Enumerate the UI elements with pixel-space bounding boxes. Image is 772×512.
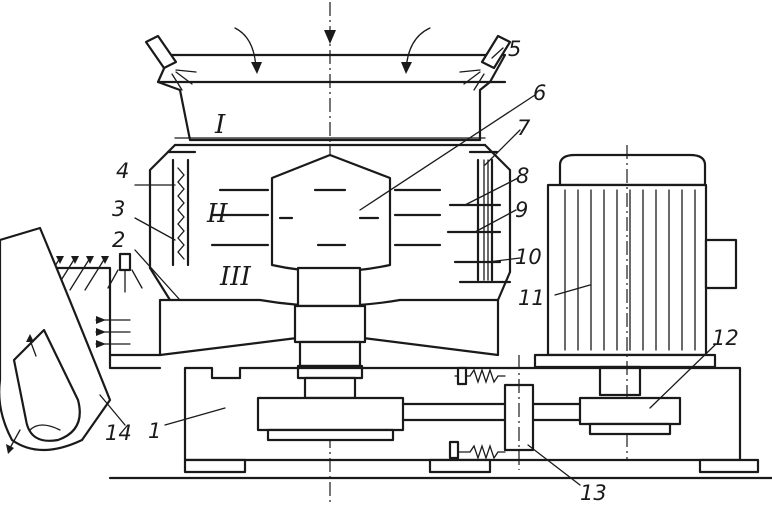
part-label-7: 7 <box>517 116 531 140</box>
part-label-2: 2 <box>112 228 125 252</box>
part-label-3: 3 <box>112 197 125 221</box>
screen-right <box>468 150 499 282</box>
part-label-6: 6 <box>533 81 546 105</box>
sprayer-nozzle-right-icon <box>459 34 512 91</box>
housing <box>148 143 512 302</box>
outlet-bin <box>28 266 162 370</box>
rotor-blades <box>210 188 442 247</box>
part-label-9: 9 <box>515 198 528 222</box>
part-label-13: 13 <box>580 481 607 505</box>
sprayer-nozzle-left-icon <box>144 34 197 91</box>
belt-tensioner <box>448 355 535 470</box>
part-label-14: 14 <box>105 421 132 445</box>
part-label-4: 4 <box>116 159 129 183</box>
part-label-12: 12 <box>712 326 739 350</box>
leader-lines <box>99 47 716 486</box>
axis-arrow-icon <box>324 30 336 44</box>
zone-label-1: I <box>214 110 226 140</box>
part-label-1: 1 <box>148 419 161 443</box>
machine-feet <box>183 458 760 474</box>
main-shaft <box>293 266 367 400</box>
screen-left <box>166 150 197 267</box>
belt-drive <box>256 396 682 442</box>
electric-motor <box>533 153 738 397</box>
sprayer-nozzle-bottom-icon <box>107 252 143 293</box>
fan-housing <box>0 226 112 454</box>
base-frame <box>183 366 742 462</box>
inflow-arrow-left-head-icon <box>251 62 262 74</box>
part-label-11: 11 <box>518 286 545 310</box>
zone-label-2: II <box>206 199 228 229</box>
rotor-drum <box>270 153 392 273</box>
part-label-8: 8 <box>516 164 529 188</box>
feed-hopper <box>156 53 507 147</box>
zone-label-3: III <box>219 262 252 292</box>
part-label-10: 10 <box>515 245 542 269</box>
part-label-5: 5 <box>508 37 521 61</box>
inflow-arrow-right-head-icon <box>401 62 412 74</box>
